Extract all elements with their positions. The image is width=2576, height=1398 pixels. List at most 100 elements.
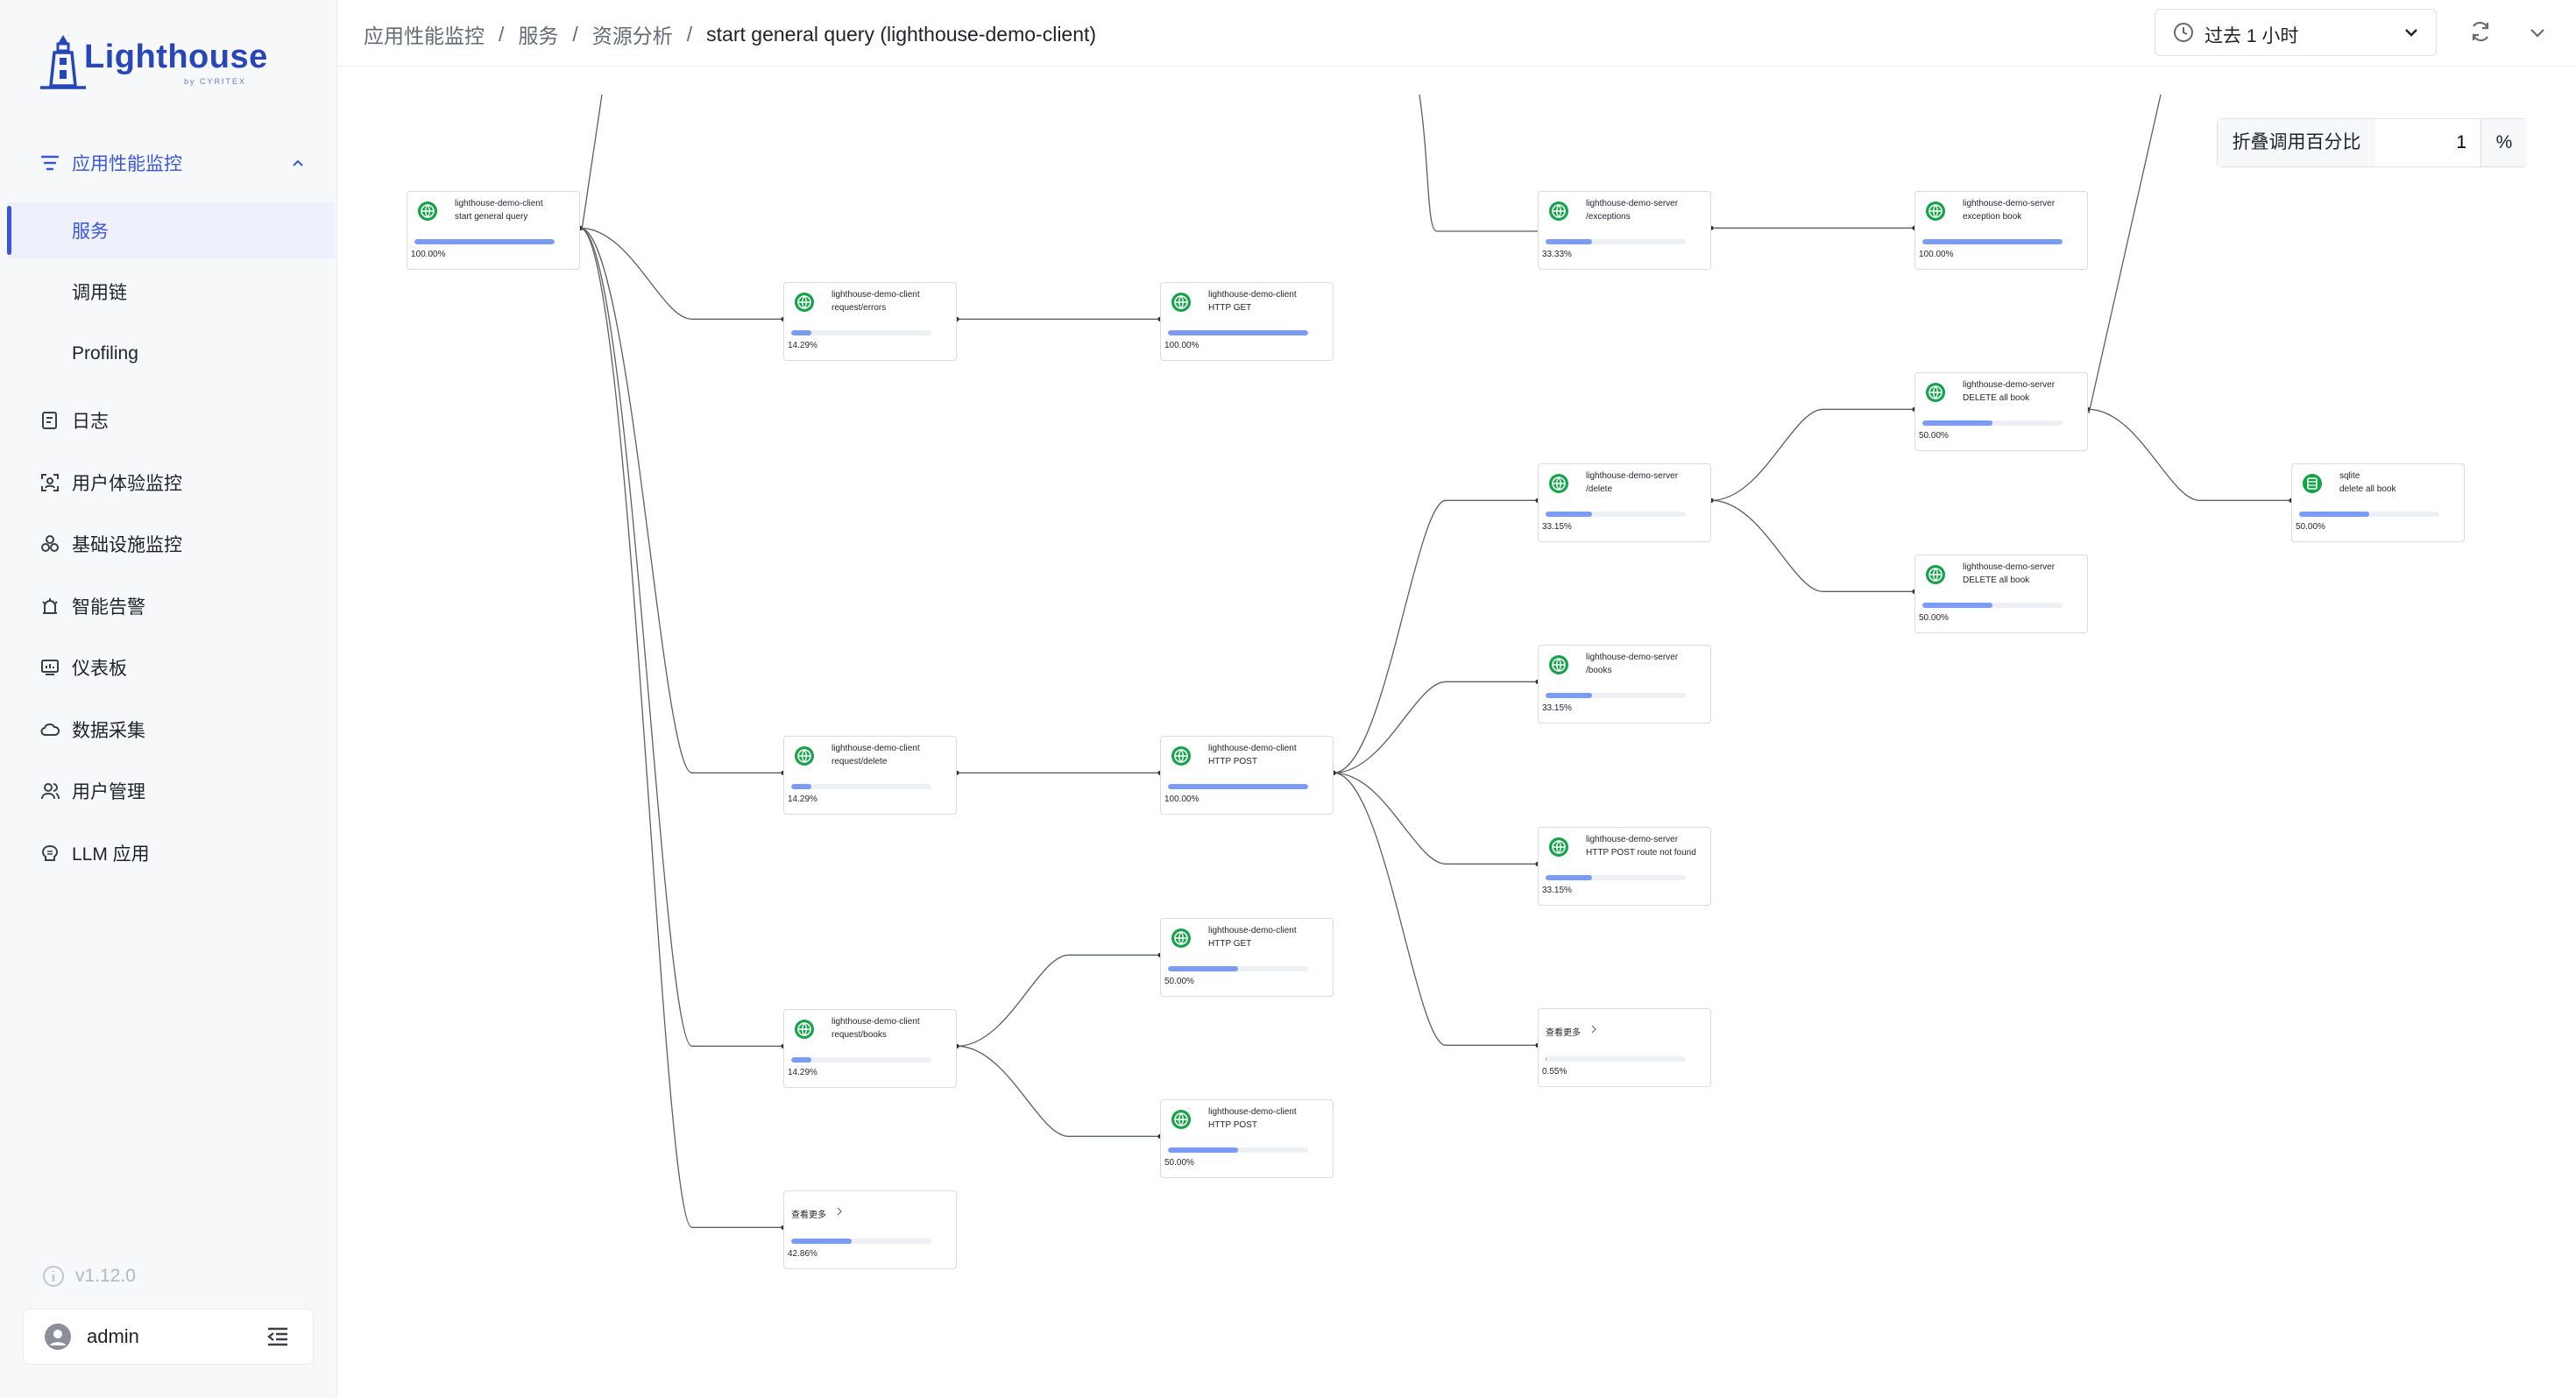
graph-node[interactable]: lighthouse-demo-server /delete 33.15% <box>1538 463 1711 542</box>
sidebar-item-traces[interactable]: 调用链 <box>7 264 335 320</box>
node-service: lighthouse-demo-server <box>1963 562 2056 572</box>
node-operation: request/delete <box>832 757 888 766</box>
edge-line <box>1333 772 1538 865</box>
version-text: v1.12.0 <box>75 1266 136 1286</box>
collapse-percent-input[interactable] <box>2375 119 2480 166</box>
globe-icon <box>1171 746 1191 766</box>
edge-line <box>1333 681 1538 773</box>
data-collection-icon <box>39 718 61 741</box>
node-service: lighthouse-demo-client <box>1208 290 1297 300</box>
graph-node[interactable]: lighthouse-demo-client HTTP POST 100.00% <box>1160 736 1334 815</box>
chevron-up-icon <box>293 159 303 166</box>
globe-icon <box>1926 201 1945 221</box>
user-avatar-icon <box>50 1330 66 1345</box>
node-progress-fill <box>1168 1147 1238 1153</box>
breadcrumb-item[interactable]: 资源分析 <box>591 25 673 47</box>
node-service: lighthouse-demo-server <box>1963 199 2056 208</box>
globe-icon <box>1171 293 1191 312</box>
node-progress-bar <box>1546 875 1686 880</box>
globe-icon <box>795 1020 814 1039</box>
node-service: lighthouse-demo-client <box>455 199 543 208</box>
globe-icon <box>795 746 814 766</box>
edge-line <box>956 1045 1160 1137</box>
sidebar-item-profiling[interactable]: Profiling <box>7 326 335 382</box>
view-more-node[interactable]: 查看更多 0.55% <box>1538 1008 1711 1087</box>
breadcrumb-item[interactable]: 服务 <box>518 25 559 47</box>
node-operation: HTTP POST <box>1208 1120 1257 1130</box>
collapse-percent-unit: % <box>2480 119 2527 166</box>
node-service: lighthouse-demo-server <box>1586 199 1679 208</box>
node-progress-fill <box>1546 693 1593 698</box>
node-percent: 33.15% <box>1542 522 1572 532</box>
graph-node[interactable]: lighthouse-demo-client HTTP POST 50.00% <box>1160 1099 1334 1178</box>
node-progress-bar <box>1546 512 1686 517</box>
sidebar-item-label: LLM 应用 <box>72 844 150 865</box>
node-progress-bar <box>791 330 931 335</box>
graph-node[interactable]: lighthouse-demo-server exception book 10… <box>1914 191 2088 270</box>
graph-node[interactable]: lighthouse-demo-client HTTP GET 50.00% <box>1160 918 1334 997</box>
sidebar-item-dashboard[interactable]: 仪表板 <box>0 639 336 695</box>
brand-name: Lighthouse <box>84 39 268 75</box>
node-percent: 100.00% <box>1164 341 1200 350</box>
node-progress-bar <box>1922 603 2063 608</box>
node-operation: /delete <box>1586 484 1613 494</box>
graph-node[interactable]: lighthouse-demo-client request/delete 14… <box>783 736 957 815</box>
node-service: lighthouse-demo-client <box>1208 1107 1297 1117</box>
breadcrumb-item[interactable]: 应用性能监控 <box>364 25 485 47</box>
sidebar-item-alerts[interactable]: 智能告警 <box>0 578 336 634</box>
graph-node[interactable]: lighthouse-demo-client start general que… <box>407 191 580 270</box>
llm-icon <box>39 842 61 865</box>
sidebar-item-infrastructure[interactable]: 基础设施监控 <box>0 516 336 572</box>
node-progress-fill <box>414 239 555 244</box>
time-range-select[interactable]: 过去 1 小时 <box>2155 9 2437 56</box>
node-percent: 100.00% <box>1919 250 1954 259</box>
time-range-value: 过去 1 小时 <box>2204 26 2299 46</box>
graph-node[interactable]: lighthouse-demo-client request/errors 14… <box>783 282 957 361</box>
sidebar-item-label: 仪表板 <box>72 659 127 679</box>
user-name: admin <box>87 1325 139 1347</box>
breadcrumb: 应用性能监控 / 服务 / 资源分析 / start general query… <box>364 19 1096 49</box>
node-progress-fill <box>1546 239 1593 244</box>
collapse-sidebar-icon[interactable] <box>265 1325 290 1348</box>
node-operation: request/errors <box>832 303 887 313</box>
sidebar-item-logs[interactable]: 日志 <box>0 392 336 448</box>
brand-byline: by CYRITEX <box>184 77 247 86</box>
sidebar-item-apm[interactable]: 应用性能监控 <box>0 135 336 191</box>
node-percent: 0.55% <box>1542 1067 1568 1077</box>
graph-node[interactable]: lighthouse-demo-client HTTP GET 100.00% <box>1160 282 1334 361</box>
node-operation: HTTP POST route not found <box>1586 848 1696 858</box>
edge-line <box>579 227 783 1228</box>
collapse-percent-label: 折叠调用百分比 <box>2218 119 2376 166</box>
node-percent: 50.00% <box>1919 431 1949 441</box>
node-progress-bar <box>1168 1147 1308 1153</box>
chevron-down-icon[interactable] <box>2528 23 2547 42</box>
node-percent: 50.00% <box>1164 1158 1194 1168</box>
header: 应用性能监控 / 服务 / 资源分析 / start general query… <box>337 0 2576 67</box>
node-progress-fill <box>791 330 811 335</box>
node-operation: /books <box>1586 666 1612 675</box>
sidebar-item-data-collection[interactable]: 数据采集 <box>0 702 336 758</box>
lighthouse-logo[interactable]: Lighthouse by CYRITEX <box>37 32 268 93</box>
sidebar-item-user-experience[interactable]: 用户体验监控 <box>0 455 336 511</box>
edge-stub <box>581 94 603 231</box>
refresh-icon[interactable] <box>2468 19 2493 44</box>
user-panel[interactable]: admin <box>23 1309 314 1365</box>
node-service: lighthouse-demo-client <box>832 290 920 300</box>
view-more-node[interactable]: 查看更多 42.86% <box>783 1190 957 1269</box>
graph-node[interactable]: lighthouse-demo-client request/books 14.… <box>783 1009 957 1088</box>
graph-node[interactable]: lighthouse-demo-server /books 33.15% <box>1538 645 1711 724</box>
graph-node[interactable]: lighthouse-demo-server HTTP POST route n… <box>1538 827 1711 906</box>
globe-icon <box>1549 655 1568 674</box>
sidebar-item-llm[interactable]: LLM 应用 <box>0 825 336 881</box>
graph-node[interactable]: lighthouse-demo-server DELETE all book 5… <box>1914 554 2088 633</box>
globe-icon <box>1926 565 1945 584</box>
node-percent: 50.00% <box>1919 613 1949 623</box>
graph-node[interactable]: sqlite delete all book 50.00% <box>2291 463 2465 542</box>
graph-node[interactable]: lighthouse-demo-server DELETE all book 5… <box>1914 372 2088 451</box>
graph-node[interactable]: lighthouse-demo-server /exceptions 33.33… <box>1538 191 1711 270</box>
edge-stub <box>2088 94 2162 414</box>
node-percent: 33.33% <box>1542 250 1572 259</box>
sidebar-item-user-management[interactable]: 用户管理 <box>0 763 336 819</box>
sidebar-item-services[interactable]: 服务 <box>7 202 335 258</box>
